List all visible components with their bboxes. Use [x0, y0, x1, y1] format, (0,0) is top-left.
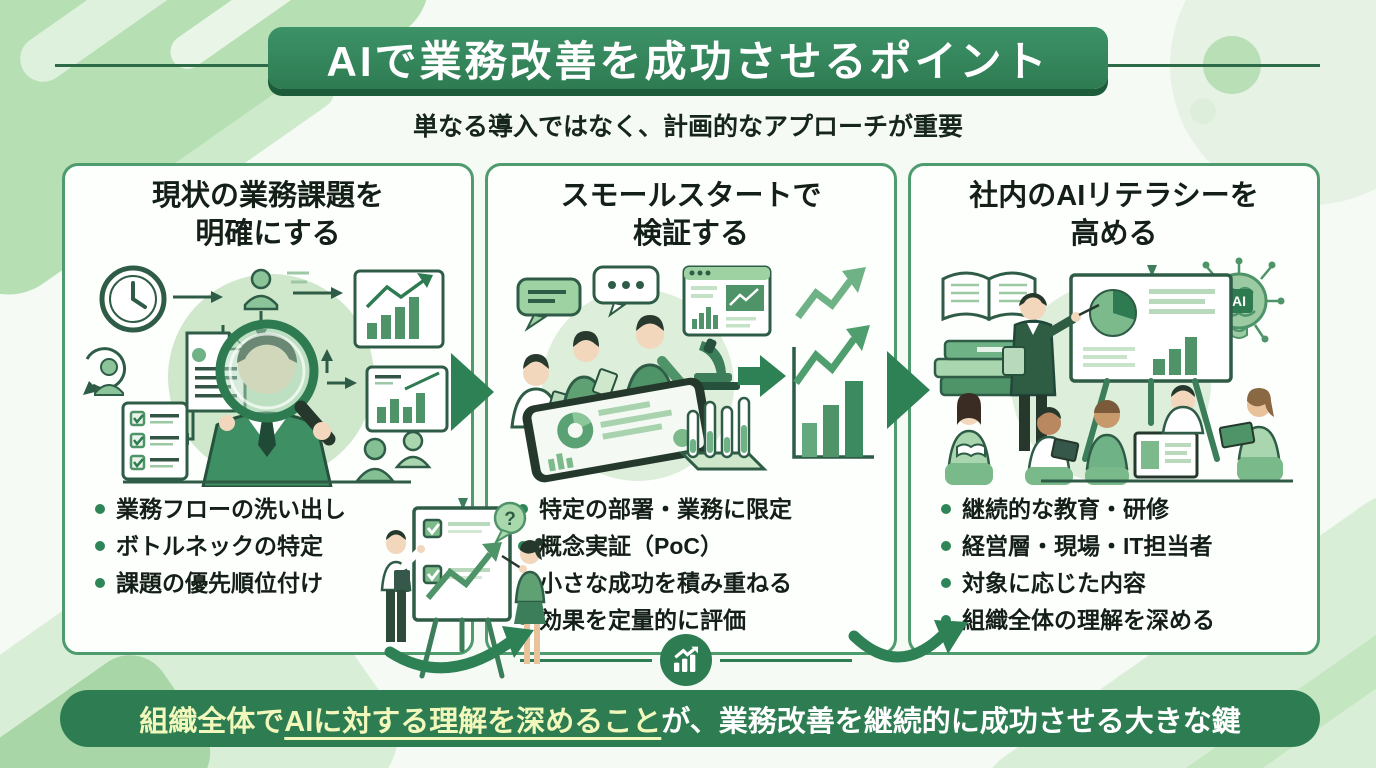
list-item: 継続的な教育・研修 [941, 491, 1307, 528]
presenter-left-figure [380, 530, 425, 642]
panel-ai-literacy: 社内のAIリテラシーを 高める [908, 163, 1320, 655]
key-message-rest: が、業務改善を継続的に成功させる大きな鍵 [661, 705, 1241, 738]
magnifier-man-icon [201, 319, 336, 488]
bullet-text: 経営層・現場・IT担当者 [962, 533, 1213, 560]
bullet-text: ボトルネックの特定 [116, 533, 323, 560]
presenter-right-figure [501, 538, 546, 664]
list-item: 業務フローの洗い出し [95, 491, 461, 528]
bullet-list: 継続的な教育・研修 経営層・現場・IT担当者 対象に応じた内容 組織全体の理解を… [911, 491, 1317, 638]
ai-chip-label: AI [1232, 293, 1246, 309]
test-tubes-icon [678, 397, 768, 471]
flipchart-scene: ? [380, 498, 546, 679]
dashboard-monitor-icon [682, 265, 772, 337]
deco-circle-top-right-small [1190, 98, 1216, 124]
curved-arrow-2 [848, 620, 968, 663]
clock-icon [99, 265, 167, 333]
panel-title: スモールスタートで 検証する [560, 180, 822, 250]
step-arrow-icon-1 [451, 353, 494, 431]
bullet-text: 効果を定量的に評価 [539, 606, 746, 633]
bar-chart-card-icon [365, 365, 449, 433]
list-item: 課題の優先順位付け [95, 565, 461, 602]
growth-chart-card-icon [353, 269, 445, 349]
panel-title: 社内のAIリテラシーを 高める [969, 180, 1259, 250]
block-arrow-icon [738, 355, 786, 398]
title-banner: AIで業務改善を成功させるポイント [268, 27, 1108, 89]
key-message-lead: 組織全体で [139, 705, 285, 738]
list-item: 経営層・現場・IT担当者 [941, 528, 1307, 565]
key-message-underlined: AIに対する理解を深めること [284, 705, 662, 738]
bullet-dot-icon [941, 541, 951, 552]
bullet-text: 対象に応じた内容 [962, 569, 1146, 596]
list-item: 対象に応じた内容 [941, 565, 1307, 602]
question-bubble-icon: ? [493, 501, 527, 545]
dots-bubble-icon [592, 265, 660, 318]
tablet-dashboard-icon [522, 378, 714, 483]
list-item: ボトルネックの特定 [95, 528, 461, 565]
step-arrow-icon-2 [887, 351, 930, 429]
curved-arrow-1 [384, 636, 516, 674]
list-item: 小さな成功を積み重ねる [518, 565, 884, 602]
ai-training-illustration: AI [933, 257, 1293, 486]
bullet-text: 概念実証（PoC） [539, 533, 723, 560]
business-analysis-illustration [83, 265, 449, 488]
bullet-dot-icon [941, 577, 951, 588]
panel-small-start: スモールスタートで 検証する [485, 163, 897, 655]
bullet-dot-icon [941, 504, 951, 515]
page-title: AIで業務改善を成功させるポイント [326, 37, 1050, 85]
list-item: 組織全体の理解を深める [941, 602, 1307, 639]
bullet-text: 特定の部署・業務に限定 [539, 496, 792, 523]
checklist-icon [121, 401, 189, 481]
panel-title: 現状の業務課題を 明確にする [151, 180, 384, 250]
bullet-text: 組織全体の理解を深める [962, 606, 1215, 633]
page-subtitle: 単なる導入ではなく、計画的なアプローチが重要 [412, 113, 963, 141]
bullet-dot-icon [95, 504, 105, 515]
bullet-text: 継続的な教育・研修 [962, 496, 1169, 523]
question-mark-label: ? [504, 509, 516, 530]
bullet-dot-icon [95, 541, 105, 552]
flipchart-icon [412, 498, 512, 679]
growth-bars-icon [792, 267, 874, 460]
bullet-list: 業務フローの洗い出し ボトルネックの特定 課題の優先順位付け [65, 491, 471, 601]
bullet-text: 業務フローの洗い出し [116, 496, 346, 523]
presentation-board-icon [1069, 265, 1233, 463]
speech-bubble-icon [516, 277, 582, 333]
bullet-dot-icon [941, 614, 951, 625]
audience-figures [945, 385, 1293, 486]
person-node-icon [243, 269, 309, 311]
cycle-person-icon [83, 347, 126, 397]
list-item: 効果を定量的に評価 [518, 602, 884, 639]
team-poc-illustration [510, 265, 874, 483]
list-item: 特定の部署・業務に限定 [518, 491, 884, 528]
growth-chart-badge-icon [660, 634, 712, 686]
panel-clarify-issues: 現状の業務課題を 明確にする [62, 163, 474, 655]
divider-line-left [520, 659, 652, 662]
divider-line-right [720, 659, 852, 662]
colleagues-icon [354, 431, 432, 483]
bullet-text: 小さな成功を積み重ねる [539, 569, 792, 596]
bullet-text: 課題の優先順位付け [116, 569, 323, 596]
bullet-list: 特定の部署・業務に限定 概念実証（PoC） 小さな成功を積み重ねる 効果を定量的… [488, 491, 894, 638]
bullet-dot-icon [95, 577, 105, 588]
list-item: 概念実証（PoC） [518, 528, 884, 565]
